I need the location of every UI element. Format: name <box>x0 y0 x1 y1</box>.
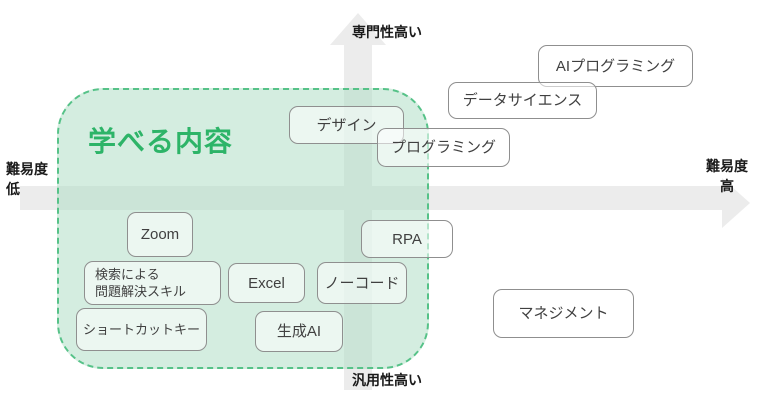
axis-label-versatility-high: 汎用性高い <box>352 372 422 388</box>
item-box-zoom: Zoom <box>127 212 193 257</box>
item-box-design: デザイン <box>289 106 404 144</box>
axis-label-specialization-high: 専門性高い <box>352 24 422 40</box>
axis-label-difficulty-high: 難易度 高 <box>706 158 748 194</box>
item-box-search-skill: 検索による 問題解決スキル <box>84 261 221 305</box>
item-box-programming: プログラミング <box>377 128 510 167</box>
item-box-excel: Excel <box>228 263 305 303</box>
axis-label-difficulty-low: 難易度 低 <box>6 161 48 197</box>
item-box-management: マネジメント <box>493 289 634 338</box>
item-box-data-science: データサイエンス <box>448 82 597 119</box>
item-box-shortcut-key: ショートカットキー <box>76 308 207 351</box>
region-title: 学べる内容 <box>88 126 234 157</box>
item-box-ai-programming: AIプログラミング <box>538 45 693 87</box>
right-arrowhead-icon <box>722 178 750 228</box>
item-box-no-code: ノーコード <box>317 262 407 304</box>
up-arrowhead-icon <box>330 13 386 45</box>
item-box-rpa: RPA <box>361 220 453 258</box>
item-box-gen-ai: 生成AI <box>255 311 343 352</box>
